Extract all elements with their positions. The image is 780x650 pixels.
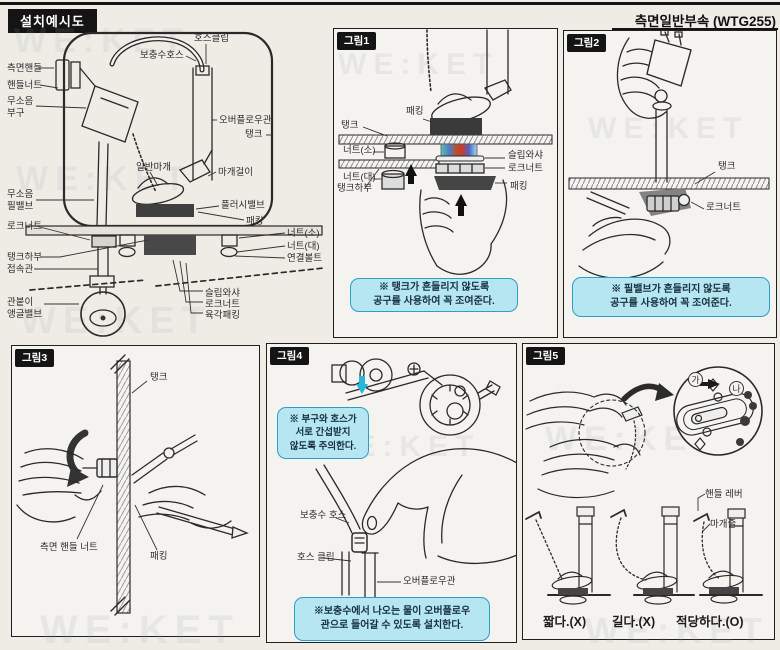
label-slip-washer: 슬립와샤 [205, 288, 240, 299]
fig3-label-tank: 탱크 [150, 372, 168, 383]
fig1-note: ※ 탱크가 흔들리지 않도록 공구를 사용하여 꼭 조여준다. [350, 278, 518, 312]
label-refill-hose: 보충수호스 [140, 50, 184, 61]
fig5-caption-proper: 적당하다.(O) [676, 615, 744, 629]
fig1-label-nut-small: 너트(소) [343, 145, 376, 156]
label-lock-nut: 로크너트 [7, 221, 42, 232]
label-angle-valve: 관붙이 앵글밸브 [7, 297, 42, 320]
fig5-point-a: 가 [688, 372, 703, 387]
fig4-label-overflow-pipe: 오버플로우관 [403, 576, 456, 587]
fig4-panel [266, 343, 517, 643]
fig4-note-top: ※ 부구와 호스가 서로 간섭받지 않도록 주의한다. [277, 407, 369, 459]
fig5-drawing [525, 366, 763, 605]
fig1-label-slip-washer: 슬립와샤 [508, 150, 543, 161]
down-arrow-icon [356, 376, 368, 394]
label-hex-packing: 육각패킹 [205, 310, 240, 321]
fig3-panel [11, 345, 260, 637]
label-silent-fill-valve: 무소음 필밸브 [7, 189, 34, 212]
label-nut-large: 너트(대) [287, 241, 320, 252]
fig2-note: ※ 필밸브가 흔들리지 않도록 공구를 사용하여 꼭 조여준다. [572, 277, 770, 317]
fig5-point-b: 나 [729, 381, 744, 396]
fig3-label-side-handle-nut: 측면 핸들 너트 [40, 542, 98, 553]
fig1-label-nut-large: 너트(대) [343, 172, 376, 183]
fig1-label-lock-nut: 로크너트 [508, 163, 543, 174]
fig1-label-tank: 탱크 [341, 120, 359, 131]
label-tank-bottom: 탱크하부 [7, 252, 42, 263]
page-title: 설치예시도 [8, 9, 97, 33]
label-side-handle: 측면핸들 [7, 63, 42, 74]
fig3-title: 그림3 [15, 349, 55, 367]
main-diagram-drawing [25, 31, 325, 337]
fig3-drawing [16, 354, 249, 616]
fig5-caption-long: 길다.(X) [612, 615, 656, 629]
fig5-title: 그림5 [526, 347, 566, 365]
fig4-label-refill-hose: 보충수 호스 [300, 510, 347, 521]
fig2-drawing [568, 30, 770, 279]
fig3-label-packing: 패킹 [150, 551, 168, 562]
top-rule [0, 2, 780, 5]
fig5-label-stopper-chain: 마개줄 [710, 519, 737, 530]
label-connecting-bolt: 연결볼트 [287, 253, 322, 264]
fig4-label-hose-clip: 호스 클립 [297, 552, 335, 563]
fig5-caption-short: 짧다.(X) [543, 615, 587, 629]
right-arrow-icon [700, 379, 720, 389]
fig2-title: 그림2 [567, 34, 607, 52]
label-nut-small: 너트(소) [287, 228, 320, 239]
fig1-label-packing-top: 패킹 [406, 106, 424, 117]
fig4-title: 그림4 [270, 347, 310, 365]
label-handle-nut: 핸들너트 [7, 80, 42, 91]
label-plain-stopper: 일반마개 [136, 162, 171, 173]
fig1-label-tank-bottom: 탱크하부 [337, 183, 372, 194]
label-overflow-pipe: 오버플로우관 [219, 115, 272, 126]
fig2-label-lock-nut: 로크너트 [706, 202, 741, 213]
label-packing: 패킹 [246, 216, 264, 227]
fig4-note-bottom: ※보충수에서 나오는 물이 오버플로우 관으로 들어갈 수 있도록 설치한다. [294, 597, 490, 641]
label-flush-valve: 플러시밸브 [221, 200, 265, 211]
part-code: 측면일반부속 (WTG255) [634, 14, 776, 29]
fig1-label-packing: 패킹 [510, 181, 528, 192]
label-tank: 탱크 [245, 129, 263, 140]
fig5-label-handle-lever: 핸들 레버 [705, 489, 743, 500]
fig1-title: 그림1 [337, 32, 377, 50]
label-connecting-pipe: 접속관 [7, 264, 34, 275]
label-silent-float: 무소음 부구 [7, 96, 34, 119]
label-hose-clip: 호스클립 [194, 33, 229, 44]
label-lock-nut-2: 로크너트 [205, 299, 240, 310]
label-stopper-hanger: 마개걸이 [218, 167, 253, 178]
fig4-drawing [315, 358, 517, 600]
fig2-label-tank: 탱크 [718, 161, 736, 172]
fig1-drawing [338, 29, 553, 275]
part-code-underline [612, 28, 778, 30]
